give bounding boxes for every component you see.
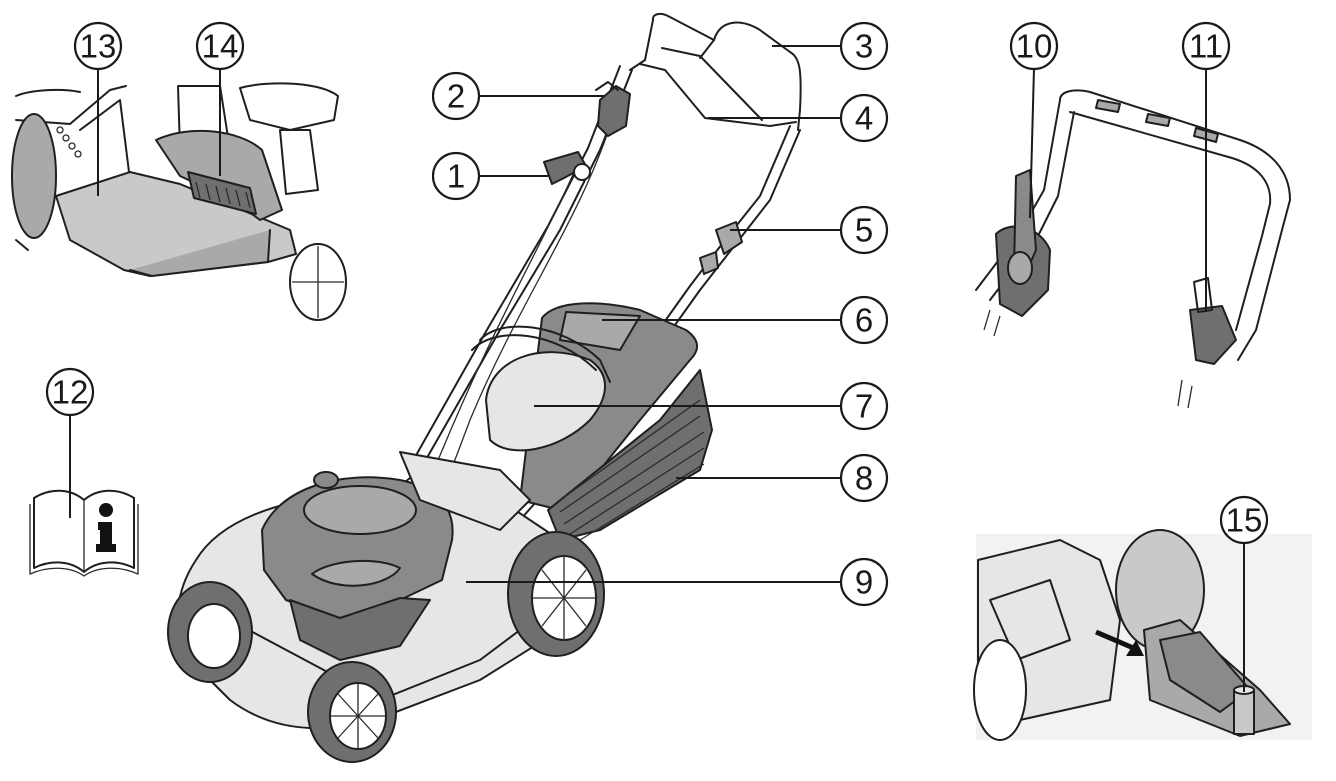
callout-7: 7 — [839, 381, 889, 431]
mower-illustration — [167, 12, 802, 763]
callout-4: 4 — [839, 93, 889, 143]
front-right-wheel — [307, 661, 397, 763]
callout-6: 6 — [839, 295, 889, 345]
callout-14: 14 — [195, 21, 245, 71]
svg-text:5: 5 — [855, 212, 873, 249]
svg-text:13: 13 — [80, 28, 117, 65]
svg-text:10: 10 — [1016, 28, 1053, 65]
callout-9: 9 — [839, 557, 889, 607]
svg-text:3: 3 — [855, 28, 873, 65]
svg-text:14: 14 — [202, 28, 239, 65]
callout-8: 8 — [839, 453, 889, 503]
svg-text:12: 12 — [52, 374, 89, 411]
callout-5: 5 — [839, 205, 889, 255]
callout-1: 1 — [431, 151, 481, 201]
svg-text:4: 4 — [855, 100, 873, 137]
callout-11: 11 — [1181, 21, 1231, 71]
rear-right-wheel — [507, 531, 605, 657]
manual-info-icon — [29, 489, 139, 577]
svg-text:1: 1 — [447, 158, 465, 195]
inset-handle-controls — [975, 89, 1291, 409]
svg-text:9: 9 — [855, 564, 873, 601]
callout-15: 15 — [1219, 495, 1269, 545]
callout-12: 12 — [45, 367, 95, 417]
svg-text:2: 2 — [447, 78, 465, 115]
inset-mulching-insert — [11, 82, 347, 321]
inset-side-discharge — [973, 529, 1312, 741]
callout-2: 2 — [431, 71, 481, 121]
leader-lines — [69, 45, 1245, 692]
svg-text:7: 7 — [855, 388, 873, 425]
callout-13: 13 — [73, 21, 123, 71]
svg-text:11: 11 — [1189, 28, 1223, 65]
front-left-wheel — [167, 581, 253, 683]
svg-text:15: 15 — [1226, 502, 1263, 539]
svg-text:6: 6 — [855, 302, 873, 339]
svg-text:8: 8 — [855, 460, 873, 497]
callout-10: 10 — [1009, 21, 1059, 71]
callout-3: 3 — [839, 21, 889, 71]
